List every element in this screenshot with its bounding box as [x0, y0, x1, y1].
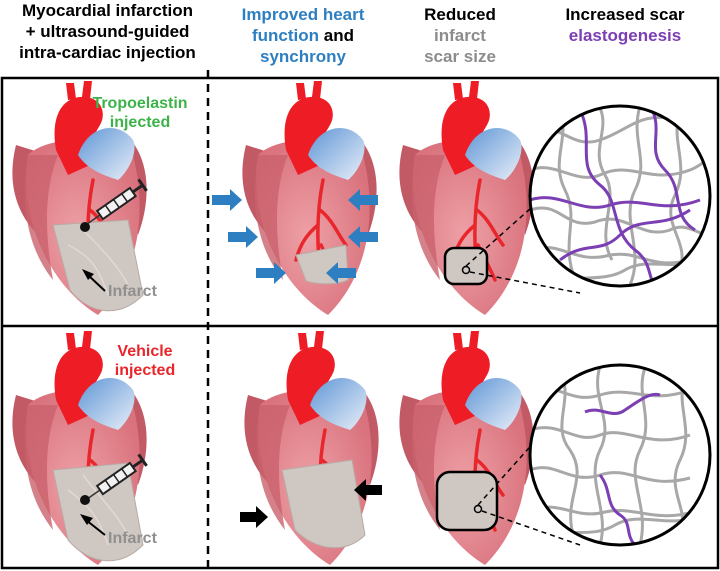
header-col4-line2: elastogenesis: [568, 26, 682, 45]
label-tropoelastin: Tropoelastin: [92, 95, 188, 112]
header-col3-line1: Reduced: [424, 5, 496, 24]
header-col2-and: and: [323, 26, 354, 45]
label-injected-top: injected: [109, 114, 171, 131]
injection-site-dot-bottom: [80, 495, 90, 505]
header-reduced-scar-size: Reduced infarct scar size: [400, 4, 520, 67]
contraction-arrows-blue: [212, 189, 378, 284]
zoom-origin-bottom: [473, 504, 483, 514]
fiber-network-bottom: [528, 363, 712, 547]
header-col2-line3: synchrony: [260, 47, 346, 66]
header-col3-line3: scar size: [424, 47, 496, 66]
heart-vehicle-function: [242, 329, 381, 567]
header-col1-line3: intra-cardiac injection: [19, 43, 196, 62]
scar-region-large: [435, 470, 499, 532]
header-increased-elastogenesis: Increased scar elastogenesis: [530, 4, 720, 46]
header-col1-line1: Myocardial infarction: [22, 1, 193, 20]
infarct-arrow-top: [82, 269, 106, 292]
label-vehicle: Vehicle: [117, 343, 173, 360]
injection-site-dot: [80, 222, 90, 232]
syringe-icon: [81, 178, 148, 229]
infarct-label-top: Infarct: [108, 283, 157, 300]
header-improved-heart-function: Improved heart function and synchrony: [218, 4, 388, 67]
fiber-network-top: [528, 104, 712, 288]
heart-vehicle-injected: [10, 329, 149, 567]
label-tropoelastin-injected: Tropoelastin injected: [85, 94, 195, 132]
header-col2-line2: function and: [218, 25, 388, 46]
header-col2-function: function: [251, 26, 320, 45]
syringe-icon-bottom: [81, 453, 148, 504]
panel-frame: [0, 76, 720, 570]
header-myocardial-infarction: Myocardial infarction + ultrasound-guide…: [0, 0, 215, 63]
zoom-origin-top: [461, 265, 471, 275]
label-injected-bottom: injected: [114, 362, 176, 379]
header-col3-line2: infarct: [434, 26, 486, 45]
label-vehicle-injected: Vehicle injected: [95, 342, 195, 380]
zoom-line-top-2: [469, 271, 581, 294]
infarct-label-bottom: Infarct: [108, 530, 157, 547]
contraction-arrows-black: [240, 479, 382, 528]
header-col2-line1: Improved heart: [241, 5, 365, 24]
header-col4-line1: Increased scar: [565, 5, 685, 24]
heart-tropoelastin-injected: [10, 79, 149, 317]
header-col1-line2: + ultrasound-guided: [25, 22, 190, 41]
infarct-arrow-bottom: [80, 514, 106, 536]
zoom-line-top-1: [465, 199, 541, 267]
